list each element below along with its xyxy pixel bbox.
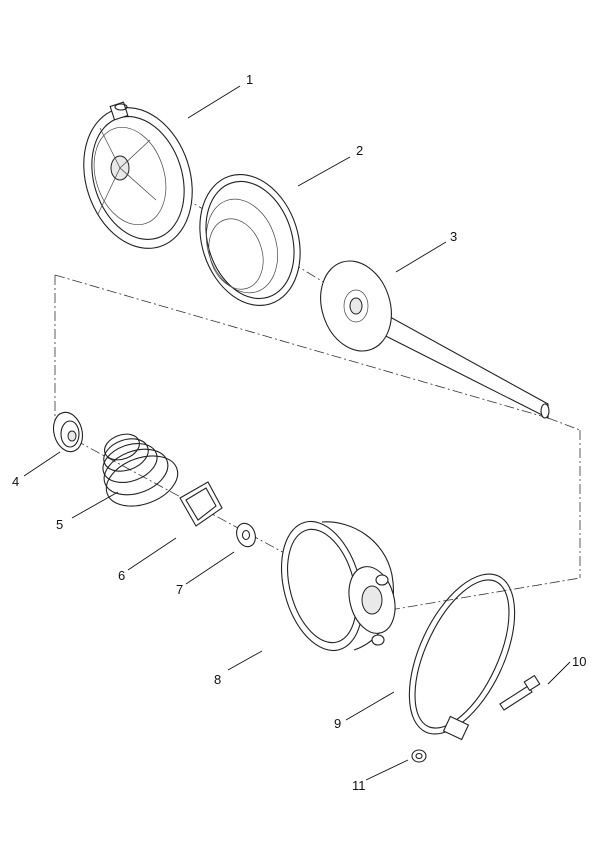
label-2: 2	[356, 143, 363, 158]
part-5-return-spring	[102, 433, 179, 507]
part-6-gasket	[179, 481, 223, 527]
leader-lines	[23, 85, 571, 781]
label-8: 8	[214, 672, 221, 687]
part-1-housing-cover	[83, 101, 193, 249]
label-6: 6	[118, 568, 125, 583]
part-2-diaphragm	[199, 174, 301, 306]
label-10: 10	[572, 654, 586, 669]
part-7-washer	[236, 522, 256, 548]
part-3-pushrod-plate	[320, 260, 550, 419]
label-1: 1	[246, 72, 253, 87]
label-5: 5	[56, 517, 63, 532]
label-11: 11	[352, 778, 366, 793]
label-7: 7	[176, 582, 183, 597]
part-8-chamber-body	[280, 520, 396, 652]
part-10-bolt	[499, 674, 541, 711]
part-9-clamp-ring	[408, 573, 516, 741]
label-4: 4	[12, 474, 19, 489]
label-3: 3	[450, 229, 457, 244]
part-4-spring-seat	[52, 411, 84, 453]
part-11-nut	[411, 749, 427, 763]
label-9: 9	[334, 716, 341, 731]
reference-labels: 1 2 3 4 5 6 7 8 9 10 11	[12, 72, 586, 793]
